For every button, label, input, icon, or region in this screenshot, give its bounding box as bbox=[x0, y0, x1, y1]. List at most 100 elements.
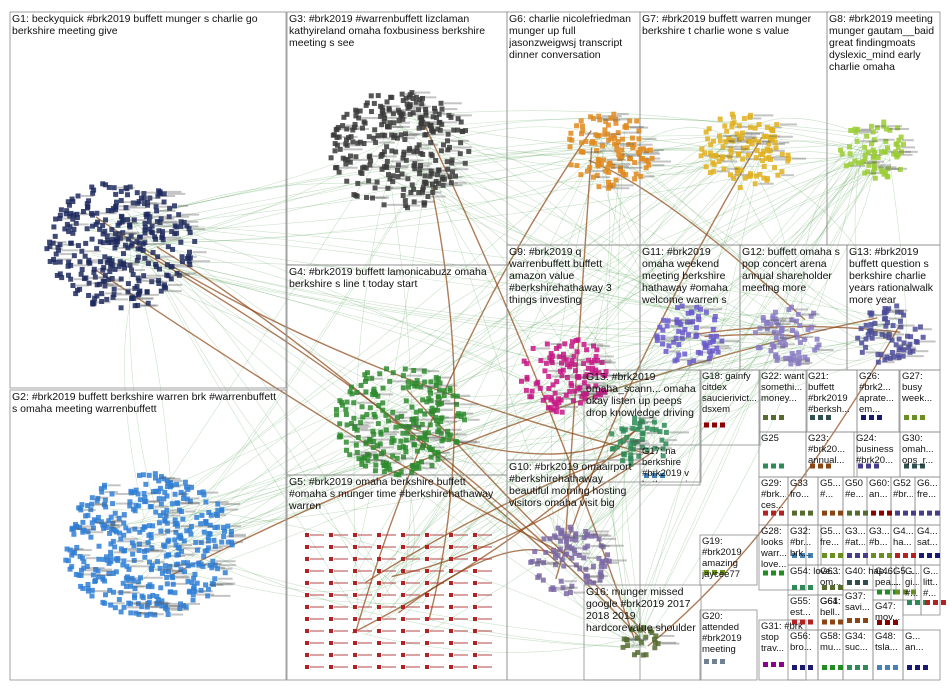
node[interactable] bbox=[184, 485, 189, 490]
node[interactable] bbox=[769, 322, 774, 327]
node[interactable] bbox=[102, 579, 107, 584]
node[interactable] bbox=[305, 665, 309, 669]
node[interactable] bbox=[907, 665, 912, 670]
node[interactable] bbox=[90, 495, 95, 500]
node[interactable] bbox=[848, 151, 853, 156]
node[interactable] bbox=[641, 625, 646, 630]
node[interactable] bbox=[689, 309, 694, 314]
node[interactable] bbox=[419, 101, 424, 106]
node[interactable] bbox=[661, 453, 666, 458]
node[interactable] bbox=[127, 503, 132, 508]
node[interactable] bbox=[904, 415, 909, 420]
node[interactable] bbox=[343, 162, 348, 167]
node[interactable] bbox=[659, 438, 664, 443]
node[interactable] bbox=[445, 429, 450, 434]
node[interactable] bbox=[569, 162, 574, 167]
node[interactable] bbox=[137, 289, 142, 294]
node[interactable] bbox=[349, 385, 354, 390]
node[interactable] bbox=[826, 464, 831, 469]
node[interactable] bbox=[800, 620, 805, 625]
node[interactable] bbox=[554, 379, 559, 384]
node[interactable] bbox=[401, 193, 406, 198]
node[interactable] bbox=[826, 415, 831, 420]
node[interactable] bbox=[732, 120, 737, 125]
node[interactable] bbox=[400, 431, 405, 436]
node[interactable] bbox=[372, 101, 377, 106]
node[interactable] bbox=[115, 223, 120, 228]
node[interactable] bbox=[377, 581, 381, 585]
node[interactable] bbox=[430, 182, 435, 187]
node[interactable] bbox=[90, 237, 95, 242]
node[interactable] bbox=[429, 169, 434, 174]
node[interactable] bbox=[590, 139, 595, 144]
node[interactable] bbox=[201, 489, 206, 494]
node[interactable] bbox=[662, 423, 667, 428]
node[interactable] bbox=[108, 541, 113, 546]
node[interactable] bbox=[830, 665, 835, 670]
node[interactable] bbox=[51, 224, 56, 229]
node[interactable] bbox=[865, 169, 870, 174]
node[interactable] bbox=[158, 529, 163, 534]
node[interactable] bbox=[103, 592, 108, 597]
node[interactable] bbox=[79, 249, 84, 254]
node[interactable] bbox=[584, 534, 589, 539]
node[interactable] bbox=[164, 273, 169, 278]
node[interactable] bbox=[426, 430, 431, 435]
node[interactable] bbox=[746, 153, 751, 158]
node[interactable] bbox=[155, 254, 160, 259]
node[interactable] bbox=[190, 562, 195, 567]
node[interactable] bbox=[763, 511, 768, 516]
node[interactable] bbox=[872, 150, 877, 155]
node[interactable] bbox=[345, 400, 350, 405]
node[interactable] bbox=[653, 446, 658, 451]
node[interactable] bbox=[797, 355, 802, 360]
node[interactable] bbox=[165, 493, 170, 498]
node[interactable] bbox=[401, 629, 405, 633]
node[interactable] bbox=[890, 338, 895, 343]
node[interactable] bbox=[863, 345, 868, 350]
node[interactable] bbox=[403, 131, 408, 136]
node[interactable] bbox=[398, 424, 403, 429]
node[interactable] bbox=[153, 262, 158, 267]
node[interactable] bbox=[401, 593, 405, 597]
node[interactable] bbox=[329, 653, 333, 657]
node[interactable] bbox=[381, 449, 386, 454]
node[interactable] bbox=[435, 429, 440, 434]
node[interactable] bbox=[377, 641, 381, 645]
node[interactable] bbox=[348, 389, 353, 394]
node[interactable] bbox=[655, 338, 660, 343]
node[interactable] bbox=[638, 174, 643, 179]
node[interactable] bbox=[797, 323, 802, 328]
node[interactable] bbox=[573, 531, 578, 536]
node[interactable] bbox=[650, 156, 655, 161]
node[interactable] bbox=[58, 271, 63, 276]
node[interactable] bbox=[111, 571, 116, 576]
node[interactable] bbox=[435, 408, 440, 413]
node[interactable] bbox=[377, 545, 381, 549]
node[interactable] bbox=[425, 653, 429, 657]
node[interactable] bbox=[397, 118, 402, 123]
node[interactable] bbox=[436, 168, 441, 173]
node[interactable] bbox=[183, 480, 188, 485]
node[interactable] bbox=[574, 123, 579, 128]
node[interactable] bbox=[159, 235, 164, 240]
node[interactable] bbox=[585, 544, 590, 549]
node[interactable] bbox=[901, 347, 906, 352]
node[interactable] bbox=[156, 188, 161, 193]
node[interactable] bbox=[895, 511, 900, 516]
node[interactable] bbox=[602, 564, 607, 569]
node[interactable] bbox=[863, 337, 868, 342]
node[interactable] bbox=[822, 553, 827, 558]
node[interactable] bbox=[556, 526, 561, 531]
node[interactable] bbox=[449, 533, 453, 537]
node[interactable] bbox=[175, 501, 180, 506]
node[interactable] bbox=[104, 525, 109, 530]
node[interactable] bbox=[229, 540, 234, 545]
node[interactable] bbox=[918, 324, 923, 329]
node[interactable] bbox=[385, 159, 390, 164]
node[interactable] bbox=[933, 600, 938, 605]
node[interactable] bbox=[761, 318, 766, 323]
node[interactable] bbox=[128, 584, 133, 589]
node[interactable] bbox=[873, 176, 878, 181]
node[interactable] bbox=[524, 361, 529, 366]
